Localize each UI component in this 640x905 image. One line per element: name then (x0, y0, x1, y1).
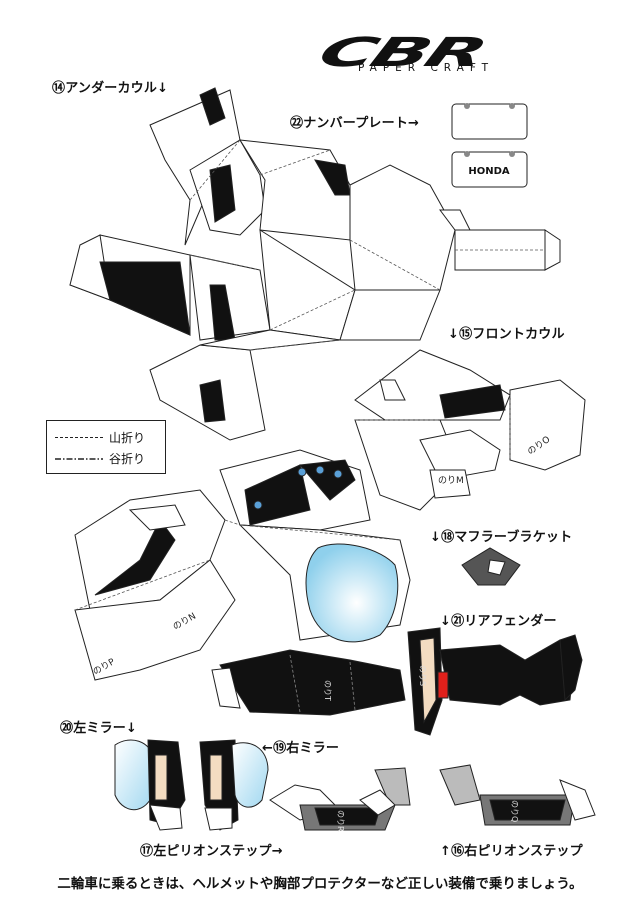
glue-tab-s: のりS (418, 665, 427, 686)
label-left-mirror: ⑳左ミラー↓ (60, 721, 138, 736)
under-cowl-part (69, 87, 561, 441)
label-right-pillion-step: ↑⑯右ピリオンステップ (440, 844, 583, 859)
dashed-line-icon (55, 437, 103, 438)
safety-footer: 二輪車に乗るときは、ヘルメットや胸部プロテクターなど正しい装備で乗りましょう。 (57, 876, 583, 892)
front-cowl-part (74, 349, 586, 681)
rear-fender-part (211, 627, 583, 736)
glue-tab-q: のりQ (510, 800, 519, 822)
label-muffler-bracket: ↓⑱マフラーブラケット (430, 530, 573, 545)
label-number-plate: ㉒ナンバープレート→ (290, 116, 420, 131)
label-front-cowl: ↓⑮フロントカウル (448, 327, 565, 342)
label-left-pillion-step: ⑰左ピリオンステップ→ (140, 844, 283, 859)
legend-text-valley: 谷折り (109, 452, 146, 466)
glue-tab-m: のりM (438, 475, 464, 486)
plate-text: HONDA (468, 166, 510, 177)
legend-row-mountain: 山折り (55, 429, 145, 446)
label-right-mirror: ←⑲右ミラー (262, 741, 340, 756)
dotdash-line-icon (55, 457, 103, 460)
right-mirror-part (199, 739, 269, 831)
legend-row-valley: 谷折り (55, 450, 145, 467)
glue-tab-r: のりR (336, 810, 345, 832)
label-rear-fender: ↓㉑リアフェンダー (440, 614, 557, 629)
fold-legend: 山折り 谷折り (46, 420, 166, 474)
glue-tab-t: のりT (323, 680, 332, 701)
legend-text-mountain: 山折り (109, 431, 146, 445)
label-under-cowl: ⑭アンダーカウル↓ (52, 81, 169, 96)
number-plate-part (451, 103, 528, 188)
left-pillion-step-part (269, 767, 411, 831)
muffler-bracket-part (461, 547, 521, 586)
cbr-logo: CBR PAPER CRAFT (311, 30, 600, 80)
left-mirror-part (114, 739, 186, 831)
right-pillion-step-part (439, 764, 596, 826)
logo-sub-text: PAPER CRAFT (358, 62, 495, 74)
